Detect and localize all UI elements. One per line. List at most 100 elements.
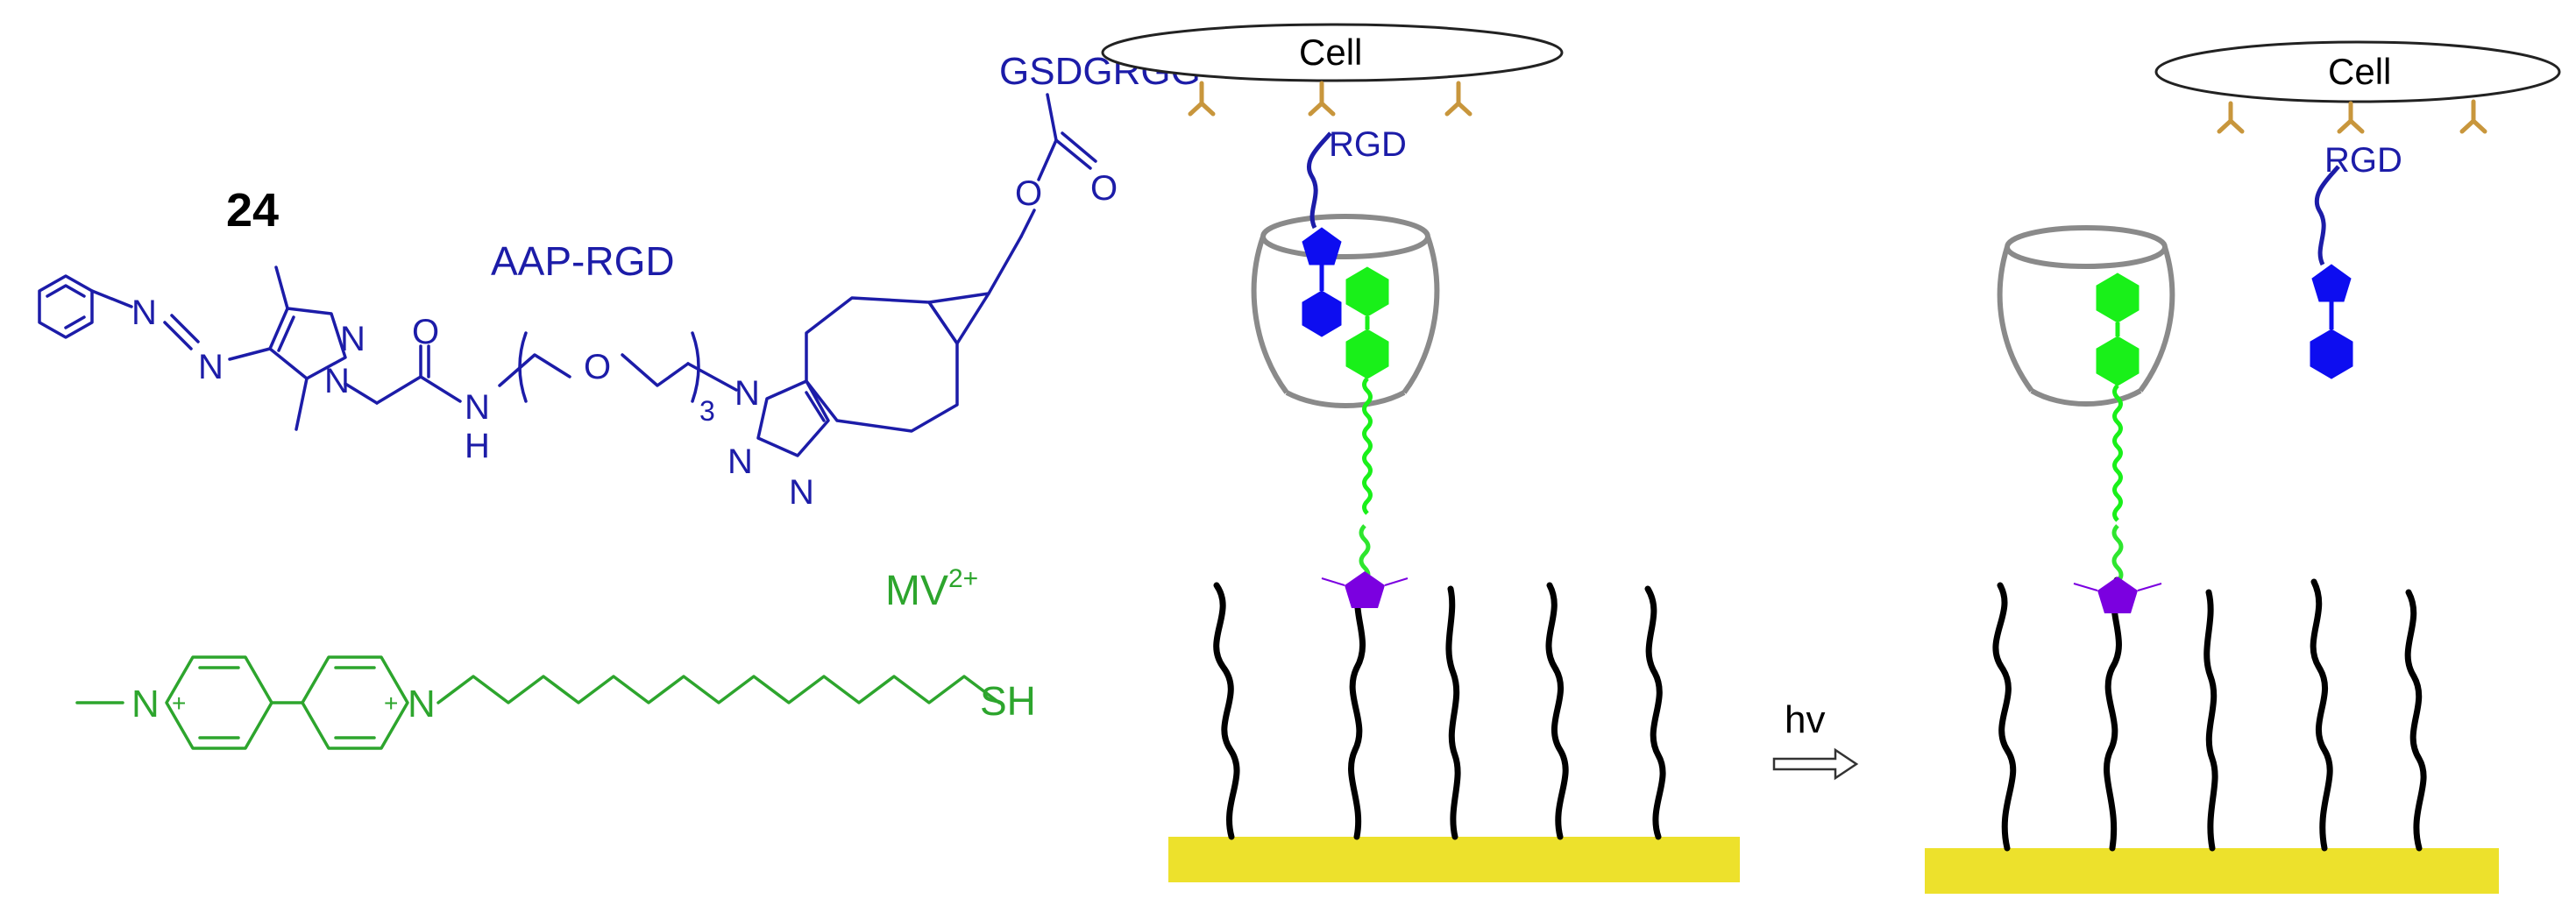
anchor-arm [2137,583,2162,591]
gold-surface-left [1168,837,1740,882]
viologen-n2: N [408,683,436,725]
ether-o: O [584,348,611,386]
anchor-arm [1384,577,1409,586]
rgd-label-right: RGD [2324,141,2402,180]
o-to-carbonyl-bond [1037,138,1058,181]
repeat-count: 3 [699,395,715,427]
receptors-right [2217,99,2487,134]
pyrazole-n2: N [340,320,365,358]
integrin-receptor [1308,81,1336,117]
compound-number: 24 [226,184,279,237]
sam-chain [1213,582,1240,840]
aap-atom-labels: N N N N O N H O 3 N N N O O [131,169,1118,512]
cyclodextrin-host-left [1251,214,1440,408]
cyclodextrin-host-right [1997,225,2175,407]
integrin-receptor [1188,81,1216,117]
pyrazole-inner-bond [277,315,295,352]
triazole-n1: N [734,374,760,413]
sam-chains-right [1992,577,2427,852]
methyl-bottom [295,377,309,431]
sam-chain [2104,577,2122,852]
cell-label-left: Cell [1299,32,1362,73]
integrin-receptor [2217,101,2245,134]
azo-double-bond-b [170,314,200,343]
mv-guest-right [2096,272,2140,522]
sam-chain [2310,578,2333,852]
thiol-label: SH [980,678,1036,724]
n-ch2-bond [344,382,379,405]
repeat-bracket-open [518,331,528,403]
anchor-arm [1321,577,1345,586]
ch2-to-o-bond [1019,209,1036,238]
gold-surface-right [1925,848,2499,894]
integrin-receptor [2459,99,2487,134]
cyclopropane-ring [927,292,990,345]
carbonyl-to-peptide-bond [1046,93,1058,142]
amide-h: H [465,427,490,465]
co-nh-bond [419,375,462,403]
light-label: hv [1785,698,1825,741]
peg-to-triazole-bond [686,362,738,392]
ch2-co-bond [375,375,422,405]
rgd-tether-left [1307,131,1332,230]
methyl-top [274,265,289,310]
aap-guest-released [2310,264,2353,379]
carbonyl-double-bond-a [1054,138,1092,170]
viologen-n2-plus: + [384,690,398,717]
anchor-arm [2073,583,2098,591]
rgd-label-left: RGD [1329,125,1407,164]
light-arrow [1772,747,1859,781]
azo-n2: N [198,348,224,386]
pyridinium-ring-2 [301,655,409,750]
sam-chain [2203,589,2218,852]
ester-o: O [1015,174,1042,213]
sam-chain [1992,582,2017,852]
viologen-atom-labels: N + N + SH [131,678,1036,725]
receptors-left [1188,81,1473,117]
azo-double-bond-a [163,321,193,350]
cell-left [1101,23,1564,82]
phenyl-to-azo-bond [90,289,133,308]
sam-chain [1348,582,1366,840]
azo-to-pyrazole-bond [228,347,272,361]
phenyl-inner-bonds [46,284,86,298]
aap-guest-left [1302,227,1342,337]
phenyl-inner-bond-2 [64,315,86,329]
pyrazole-ring [268,307,347,380]
aap-rgd-structure [38,93,1097,457]
triazole-n3: N [789,473,814,512]
rgd-tether-right [2314,165,2340,266]
compound-name: AAP-RGD [491,238,675,284]
amide-o: O [412,313,439,351]
sam-chains-left [1213,582,1666,840]
sam-chain [1445,585,1461,840]
mv-guest-left [1345,266,1389,515]
sam-chain [1644,585,1666,840]
carbonyl-double-bond-b [1061,131,1097,163]
carbonyl-o: O [1090,169,1118,208]
triazole-ring [756,379,830,457]
anchor-pentagon-right [2097,577,2138,613]
cell-right [2154,40,2561,103]
triazole-inner-bond [805,391,826,422]
repeat-bracket-close [691,331,700,403]
integrin-receptor [2337,101,2365,134]
cyclooctane-ring [805,296,959,433]
viologen-n1-plus: + [172,690,186,717]
triazole-n2: N [727,442,753,481]
anchor-pentagon-left [1345,571,1385,608]
viologen-charge: 2+ [948,564,978,593]
viologen-structure [75,655,1001,750]
pyrazole-n1: N [324,362,350,400]
amide-n: N [465,388,490,427]
viologen-label: MV2+ [885,564,978,614]
azo-n1: N [131,294,157,332]
cell-label-right: Cell [2328,51,2391,92]
sam-chain [2404,589,2427,852]
undecyl-chain [436,675,1001,704]
viologen-n1: N [131,683,160,725]
sam-chain [1545,582,1569,840]
peg-chain [498,353,571,387]
peg-chain-2 [621,353,690,387]
